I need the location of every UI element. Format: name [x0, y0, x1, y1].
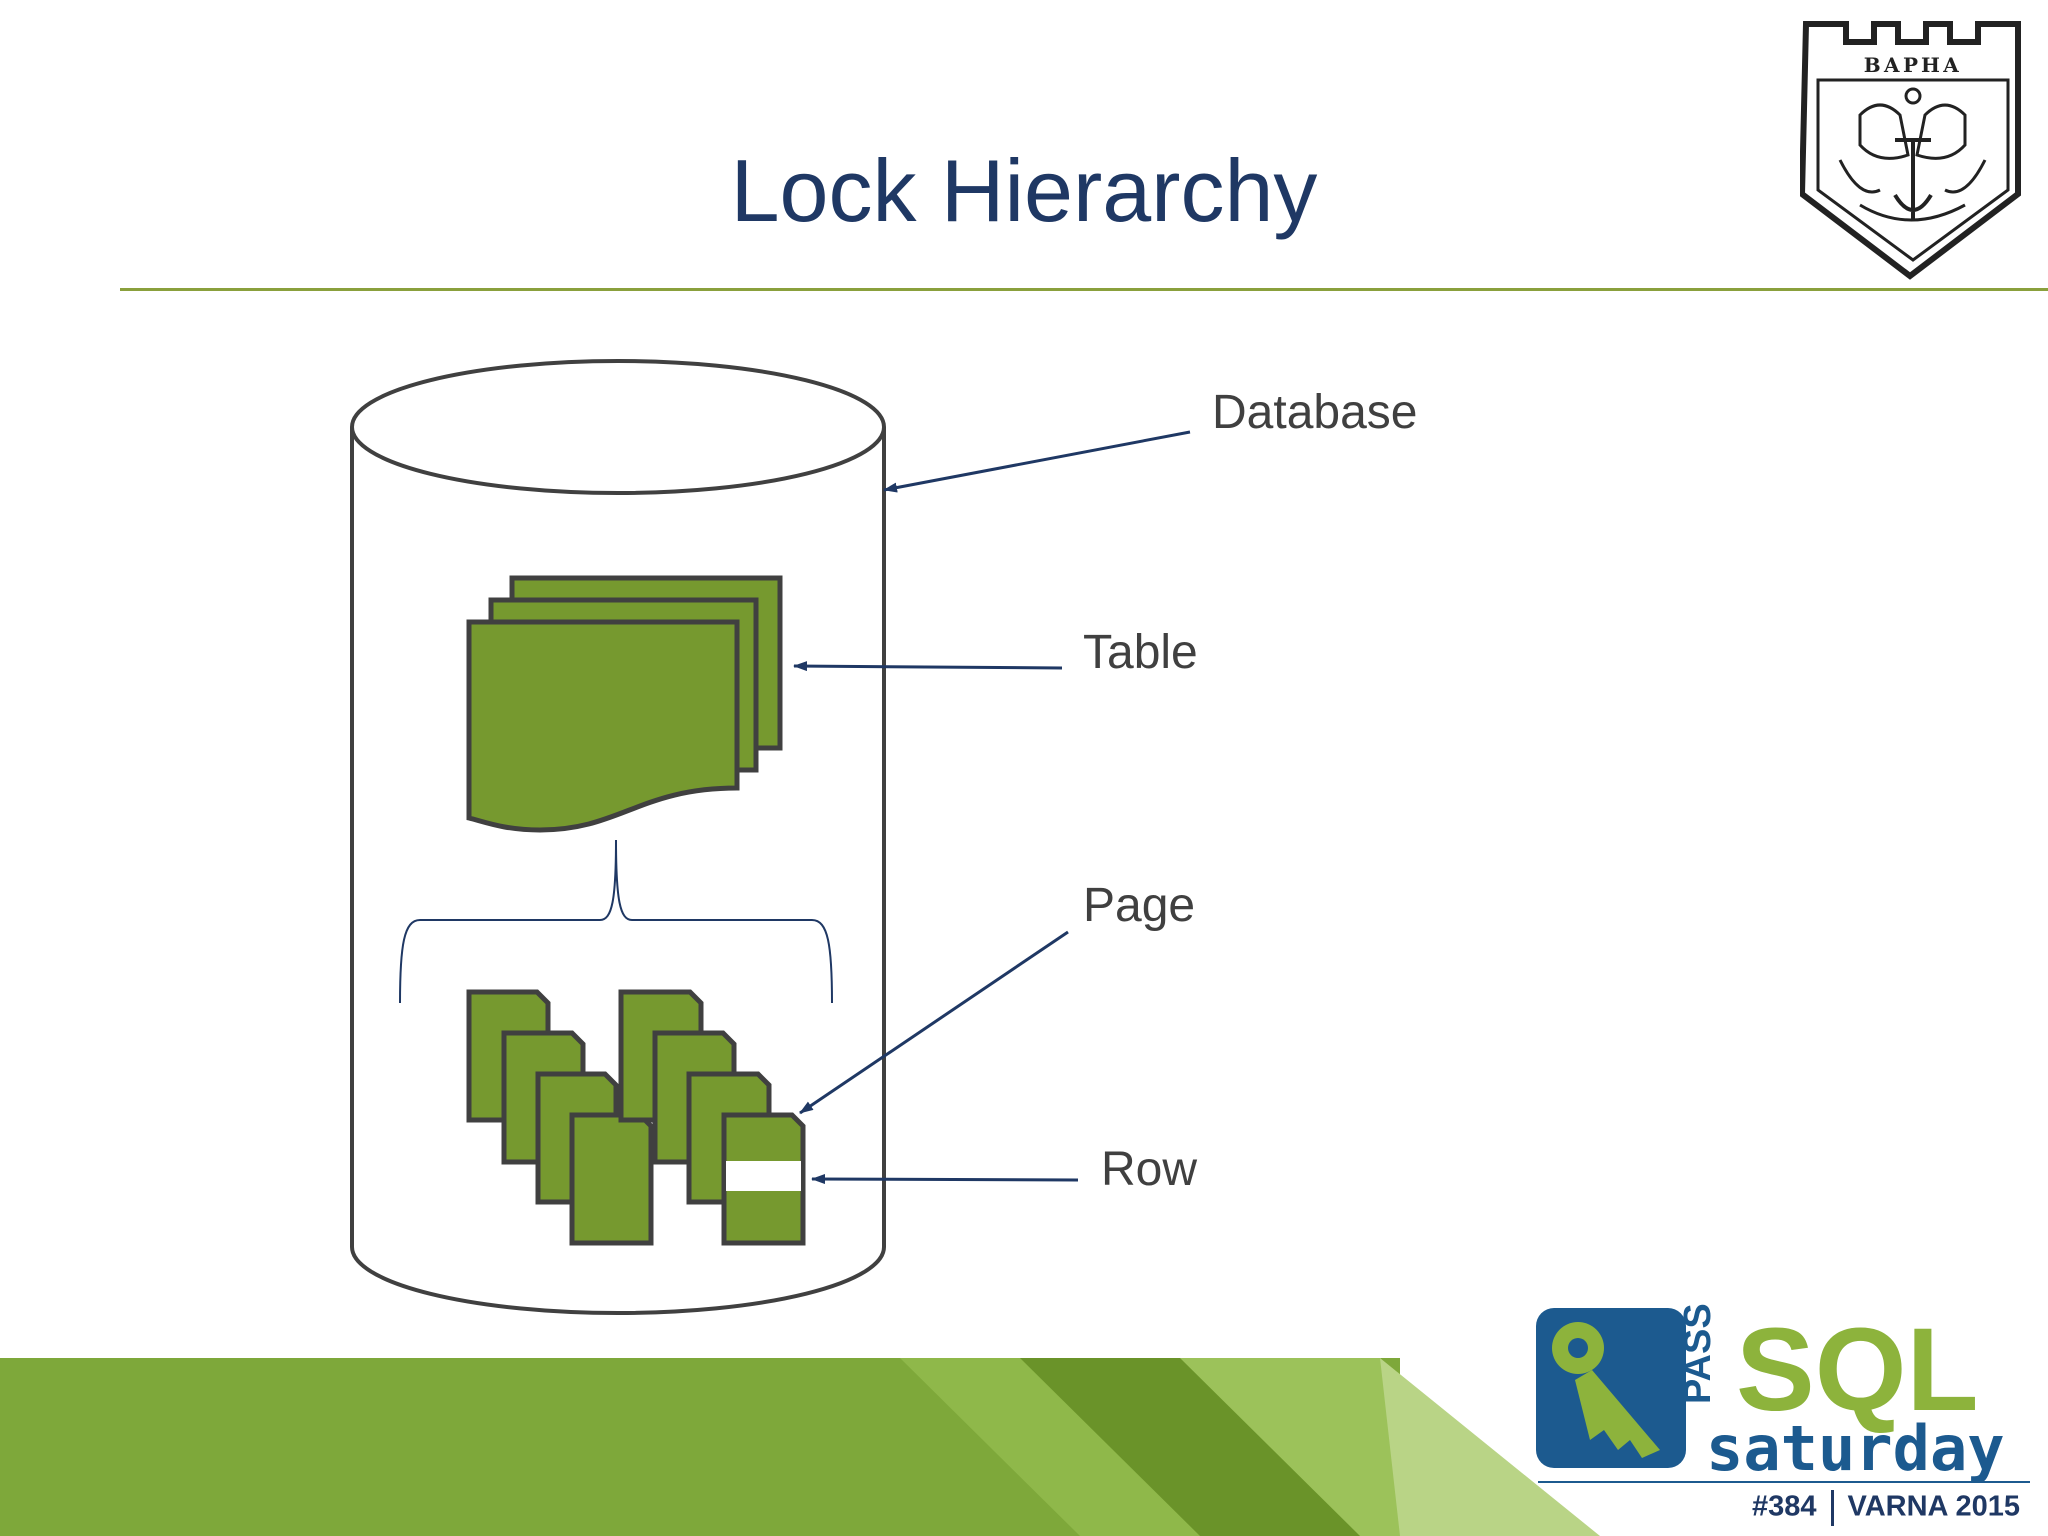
page-icon — [569, 1112, 654, 1246]
sql-saturday-logo: PASS SQL saturday — [1536, 1303, 2030, 1485]
page-arrow — [799, 930, 1069, 1115]
footer-band — [0, 1358, 1600, 1536]
svg-text:saturday: saturday — [1706, 1412, 2005, 1485]
label-page: Page — [1083, 879, 1196, 932]
row-arrow — [811, 1174, 1079, 1185]
brace — [399, 839, 833, 1004]
title-divider — [120, 288, 2048, 291]
event-number: #384 — [1752, 1490, 1817, 1523]
event-info: #384 VARNA 2015 — [1752, 1490, 2020, 1526]
event-place: VARNA 2015 — [1847, 1490, 2020, 1523]
label-database: Database — [1212, 386, 1418, 439]
label-table: Table — [1083, 626, 1198, 679]
svg-text:SQL: SQL — [1736, 1304, 1979, 1436]
table-arrow — [793, 661, 1063, 672]
row-highlight — [726, 1161, 801, 1191]
slide-title: Lock Hierarchy — [730, 141, 1318, 240]
svg-text:PASS: PASS — [1677, 1303, 1719, 1404]
separator — [1830, 1490, 1834, 1526]
database-arrow — [883, 430, 1191, 493]
table-icon — [466, 575, 783, 833]
label-row: Row — [1101, 1143, 1198, 1196]
svg-text:ВАРНА: ВАРНА — [1864, 53, 1962, 77]
varna-crest-logo: ВАРНА — [1800, 21, 2021, 280]
